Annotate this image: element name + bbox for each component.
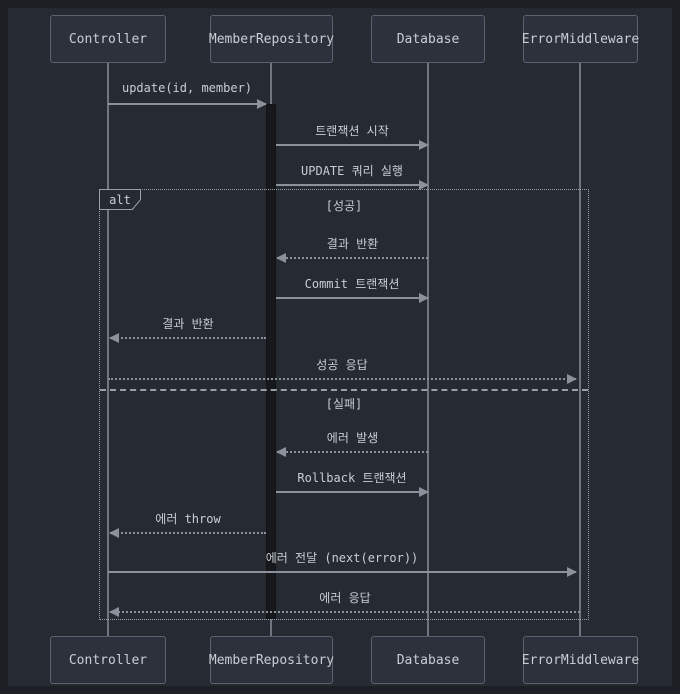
message-label: Rollback 트랜잭션 xyxy=(297,471,407,485)
message-result-return-repo: 결과 반환 xyxy=(109,315,266,343)
arrowhead-left-icon xyxy=(109,333,119,343)
message-commit-transaction: Commit 트랜잭션 xyxy=(276,275,429,303)
arrowhead-right-icon xyxy=(419,180,429,190)
alt-condition-failure: [실패] xyxy=(325,397,363,411)
message-label: update(id, member) xyxy=(121,81,253,95)
arrowhead-right-icon xyxy=(257,99,267,109)
actor-label: Controller xyxy=(68,31,148,47)
actor-top-controller: Controller xyxy=(50,15,166,63)
arrow-line xyxy=(277,451,428,453)
arrow-line xyxy=(276,184,428,186)
lifeline-controller xyxy=(107,63,109,636)
arrow-line xyxy=(276,491,428,493)
arrowhead-right-icon xyxy=(419,487,429,497)
arrowhead-left-icon xyxy=(276,447,286,457)
actor-bottom-database: Database xyxy=(371,636,485,684)
arrow-line xyxy=(110,337,266,339)
actor-bottom-memberrepository: MemberRepository xyxy=(208,636,335,684)
arrowhead-right-icon xyxy=(419,140,429,150)
actor-label: ErrorMiddleware xyxy=(521,652,640,668)
message-label: 결과 반환 xyxy=(162,317,214,331)
message-label: Commit 트랜잭션 xyxy=(304,277,400,291)
arrow-line xyxy=(277,257,428,259)
arrowhead-left-icon xyxy=(109,607,119,617)
actor-label: Controller xyxy=(68,652,148,668)
message-update-query-exec: UPDATE 쿼리 실행 xyxy=(276,162,429,190)
actor-top-errormiddleware: ErrorMiddleware xyxy=(521,15,640,63)
message-label: 결과 반환 xyxy=(326,237,379,251)
actor-label: Database xyxy=(396,652,460,668)
message-result-return-db: 결과 반환 xyxy=(276,235,428,263)
arrow-line xyxy=(276,144,428,146)
actor-label: MemberRepository xyxy=(208,652,335,668)
message-error-response: 에러 응답 xyxy=(109,589,580,617)
actor-label: MemberRepository xyxy=(208,31,335,47)
arrow-line xyxy=(108,571,576,573)
actor-top-database: Database xyxy=(371,15,485,63)
message-label: 트랜잭션 시작 xyxy=(315,124,389,138)
arrowhead-right-icon xyxy=(567,374,577,384)
alt-section-divider xyxy=(100,389,588,391)
activation-bar-memberrepository xyxy=(266,104,276,619)
message-update-id-member: update(id, member) xyxy=(108,81,267,109)
actor-bottom-errormiddleware: ErrorMiddleware xyxy=(521,636,640,684)
arrow-line xyxy=(108,378,576,380)
message-label: UPDATE 쿼리 실행 xyxy=(301,164,403,178)
actor-top-memberrepository: MemberRepository xyxy=(208,15,335,63)
message-label: 에러 throw xyxy=(155,512,221,526)
message-rollback-transaction: Rollback 트랜잭션 xyxy=(276,469,429,497)
alt-frame: alt [성공] [실패] xyxy=(99,189,589,620)
arrow-line xyxy=(276,297,428,299)
arrow-line xyxy=(110,532,266,534)
alt-frame-label-tab: alt xyxy=(99,189,141,210)
diagram-canvas xyxy=(8,8,672,686)
message-error-throw: 에러 throw xyxy=(109,510,266,538)
arrow-line xyxy=(108,103,266,105)
alt-condition-success: [성공] xyxy=(325,199,363,213)
message-error-occurred: 에러 발생 xyxy=(276,429,428,457)
message-label: 에러 전달 (next(error)) xyxy=(265,551,419,565)
actor-label: ErrorMiddleware xyxy=(521,31,640,47)
message-label: 성공 응답 xyxy=(316,358,368,372)
message-success-response: 성공 응답 xyxy=(108,356,577,384)
arrowhead-left-icon xyxy=(109,528,119,538)
arrowhead-right-icon xyxy=(567,567,577,577)
arrow-line xyxy=(110,611,580,613)
message-label: 에러 응답 xyxy=(319,591,371,605)
arrowhead-right-icon xyxy=(419,293,429,303)
lifeline-database xyxy=(427,63,429,636)
actor-bottom-controller: Controller xyxy=(50,636,166,684)
message-transaction-start: 트랜잭션 시작 xyxy=(276,122,429,150)
arrowhead-left-icon xyxy=(276,253,286,263)
message-label: 에러 발생 xyxy=(326,431,379,445)
message-error-forward-next: 에러 전달 (next(error)) xyxy=(108,549,577,577)
lifeline-errormiddleware xyxy=(579,63,581,636)
alt-frame-label: alt xyxy=(100,190,140,209)
actor-label: Database xyxy=(396,31,460,47)
